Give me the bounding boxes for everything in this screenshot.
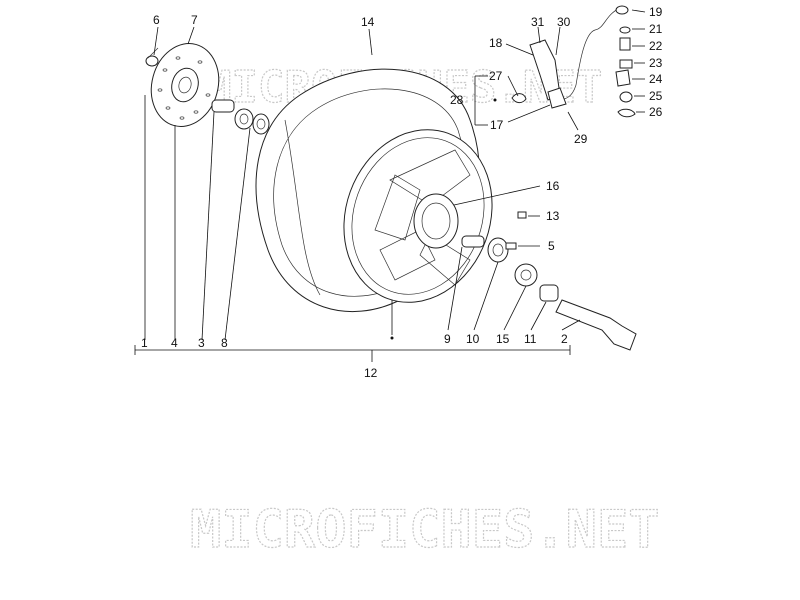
label-8: 8: [221, 336, 228, 350]
label-16: 16: [546, 179, 560, 193]
label-6: 6: [153, 13, 160, 27]
label-17: 17: [490, 118, 504, 132]
label-7: 7: [191, 13, 198, 27]
label-28: 28: [450, 93, 464, 107]
retaining-clip[interactable]: [511, 93, 527, 104]
label-30: 30: [557, 15, 571, 29]
watermark-bottom: MICROFICHES.NET: [190, 500, 660, 560]
label-13: 13: [546, 209, 560, 223]
label-15: 15: [496, 332, 510, 346]
label-18: 18: [489, 36, 503, 50]
label-25: 25: [649, 89, 663, 103]
label-27: 27: [489, 69, 503, 83]
screw-5[interactable]: [505, 242, 517, 250]
label-12: 12: [364, 366, 378, 380]
speedometer-drive-ring[interactable]: [413, 193, 459, 249]
label-31: 31: [531, 15, 545, 29]
seal-ring[interactable]: [514, 263, 538, 287]
label-3: 3: [198, 336, 205, 350]
bearing-left[interactable]: [234, 108, 270, 135]
label-29: 29: [574, 132, 588, 146]
spacer-right[interactable]: [461, 235, 485, 248]
disc-bolt[interactable]: [145, 47, 159, 67]
leader-dot-12: [390, 336, 394, 340]
brake-disc[interactable]: [142, 36, 227, 134]
label-1: 1: [141, 336, 148, 350]
leader-dot-28: [493, 98, 497, 102]
label-19: 19: [649, 5, 663, 19]
cable-clamp[interactable]: [547, 87, 567, 109]
label-26: 26: [649, 105, 663, 119]
label-11: 11: [524, 332, 537, 346]
label-22: 22: [649, 39, 663, 53]
label-10: 10: [466, 332, 480, 346]
axle-spacer[interactable]: [539, 284, 559, 302]
spacer-left[interactable]: [211, 99, 235, 113]
label-14: 14: [361, 15, 375, 29]
label-4: 4: [171, 336, 178, 350]
label-2: 2: [561, 332, 568, 346]
screw-13[interactable]: [517, 211, 527, 219]
leader-lines: [134, 9, 646, 362]
label-21: 21: [649, 22, 663, 36]
part-labels: 6 7 14 31 30 18 27 28 17 29 19 21 22 23 …: [141, 5, 663, 380]
label-24: 24: [649, 72, 663, 86]
wheel-axle[interactable]: [555, 299, 637, 351]
bearing-right[interactable]: [487, 237, 509, 263]
small-parts-stack[interactable]: [615, 26, 636, 118]
label-5: 5: [548, 239, 555, 253]
speedometer-cable[interactable]: [555, 5, 629, 101]
label-23: 23: [649, 56, 663, 70]
label-9: 9: [444, 332, 451, 346]
